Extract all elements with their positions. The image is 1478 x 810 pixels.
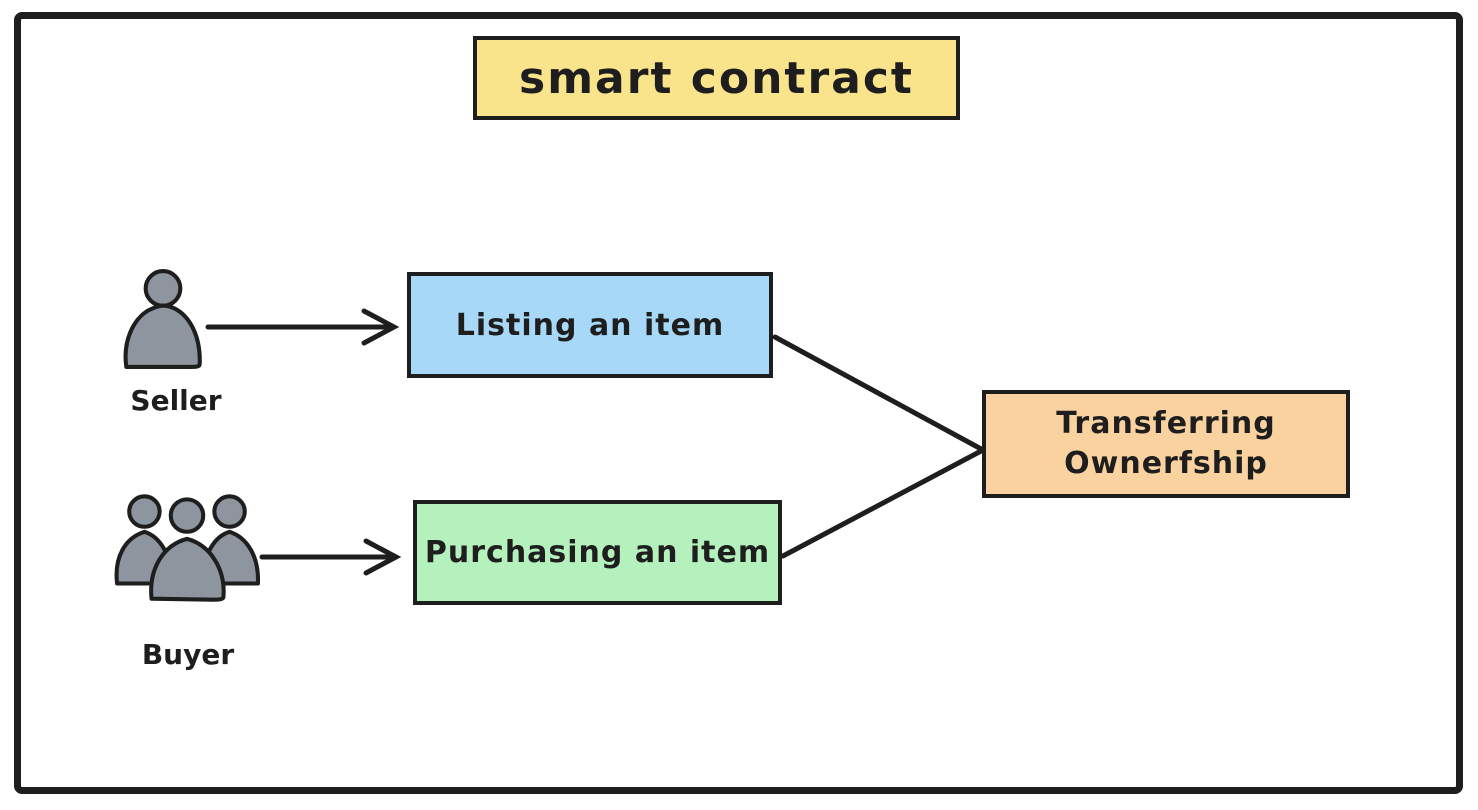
people-group-icon — [114, 494, 260, 602]
node-transfer: Transferring Ownerfship — [982, 390, 1350, 498]
listing-label: Listing an item — [455, 307, 725, 343]
person-icon — [123, 269, 202, 369]
node-listing: Listing an item — [407, 272, 773, 378]
transfer-label-line2: Ownerfship — [1064, 446, 1268, 481]
buyer-label: Buyer — [141, 638, 235, 671]
transfer-label-line1: Transferring — [1056, 405, 1276, 441]
title-label: smart contract — [519, 52, 914, 104]
seller-label: Seller — [130, 384, 222, 417]
node-purchasing: Purchasing an item — [413, 500, 782, 605]
title-box: smart contract — [473, 36, 960, 120]
outer-frame — [14, 12, 1463, 794]
purchasing-label: Purchasing an item — [424, 535, 771, 570]
